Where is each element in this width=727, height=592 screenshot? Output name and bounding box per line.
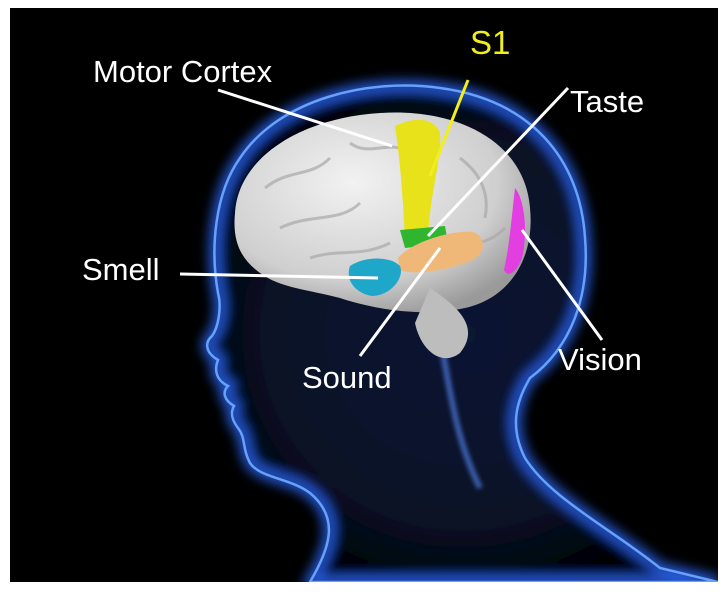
vision-label: Vision	[558, 342, 642, 377]
diagram-canvas: S1 Motor Cortex Taste Smell Sound Vision	[10, 8, 718, 582]
brain-diagram: S1 Motor Cortex Taste Smell Sound Vision	[10, 8, 718, 582]
smell-label: Smell	[82, 252, 160, 287]
motor-cortex-label: Motor Cortex	[93, 54, 273, 89]
s1-label: S1	[470, 24, 510, 61]
taste-label: Taste	[570, 84, 644, 119]
sound-label: Sound	[302, 360, 392, 395]
